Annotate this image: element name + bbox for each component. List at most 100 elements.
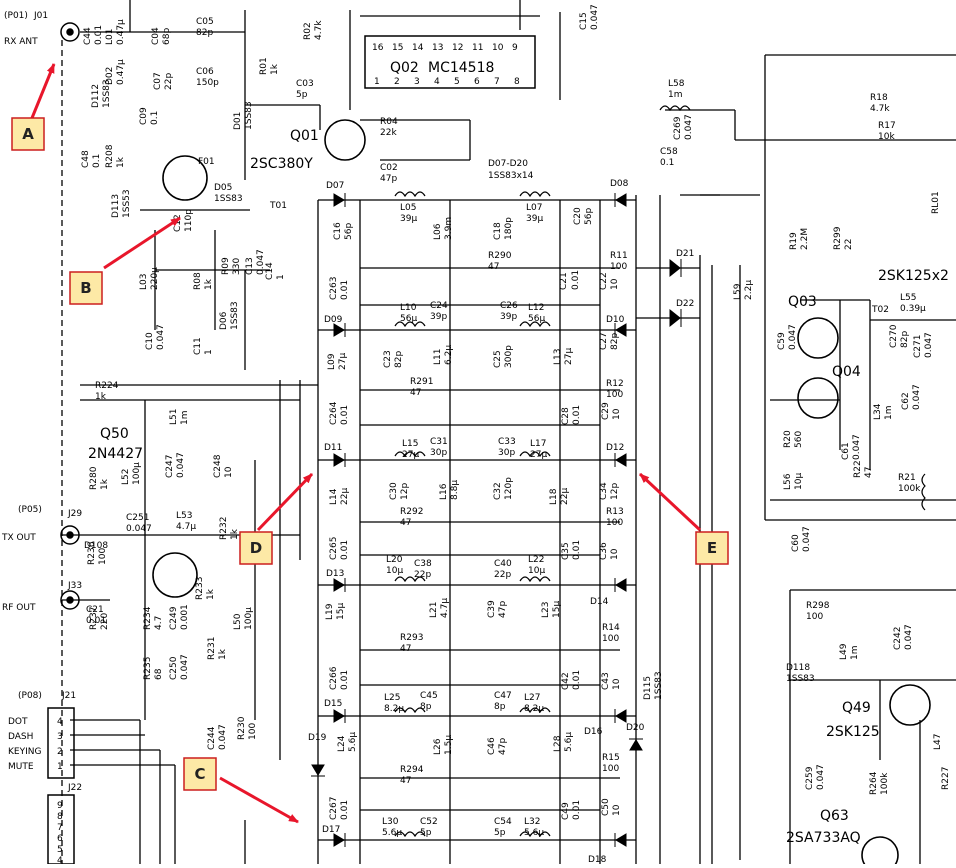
- tx-out-jack-ref: J29: [67, 509, 82, 519]
- component-value-r09: 330: [232, 258, 242, 275]
- q01-symbol: [324, 119, 366, 161]
- diode-ref-d11: D11: [324, 443, 342, 453]
- component-ref-l15: L15: [402, 439, 418, 449]
- callout-e: E: [638, 472, 729, 565]
- component-ref-r231: R231: [207, 637, 217, 660]
- component-ref-d118: D118: [786, 663, 810, 673]
- component-value-c59: 0.047: [788, 324, 798, 350]
- component-ref-l24: L24: [337, 735, 347, 752]
- component-value-d112: 1SS83: [102, 79, 112, 108]
- component-ref-c244: C244: [207, 726, 217, 750]
- component-ref-l19: L19: [325, 603, 335, 620]
- q63-symbol: [861, 836, 899, 868]
- diode-ref-d10: D10: [606, 315, 625, 325]
- component-ref-c20: C20: [573, 207, 583, 225]
- component-ref-d02: D02: [105, 67, 115, 85]
- j22-pin-5: 5: [57, 845, 63, 855]
- tx-out-label: TX OUT: [1, 533, 36, 543]
- keying-pin-4: 4: [57, 717, 63, 727]
- j22-pin-4: 4: [57, 856, 63, 864]
- component-value-c07: 22p: [164, 73, 174, 90]
- component-value-c09: 0.1: [150, 111, 160, 125]
- component-value-r21: 100k: [898, 484, 921, 494]
- component-ref-l30: L30: [382, 817, 399, 827]
- component-value-c36: 10: [610, 548, 620, 560]
- component-ref-c271: C271: [913, 335, 923, 358]
- component-ref-c248: C248: [213, 454, 223, 478]
- component-ref-c61: C61: [841, 442, 851, 460]
- component-ref-l05: L05: [400, 203, 416, 213]
- callout-letter-a: A: [22, 125, 34, 143]
- component-value-c23: 82p: [394, 351, 404, 368]
- transistor-part-q49: 2SK125: [826, 724, 880, 740]
- diode-ref-d08: D08: [610, 179, 629, 189]
- component-ref-r280: R280: [89, 466, 99, 490]
- component-value-c62: 0.047: [912, 384, 922, 410]
- q03-symbol: [797, 317, 839, 359]
- component-ref-c247: C247: [165, 455, 175, 478]
- component-value-c21-bank: 0.01: [571, 270, 581, 290]
- component-value-l23: 15μ: [552, 601, 562, 618]
- component-ref-l59: L59: [733, 283, 743, 300]
- component-value-c27: 82p: [610, 333, 620, 350]
- component-value-l22: 10μ: [528, 566, 545, 576]
- component-value-r13: 100: [606, 518, 623, 528]
- component-value-c16: 56p: [344, 223, 354, 240]
- component-ref-r04: R04: [380, 117, 398, 127]
- component-value-l19: 15μ: [336, 603, 346, 620]
- component-value-l34: 1m: [884, 406, 894, 421]
- component-ref-c62: C62: [901, 392, 911, 410]
- component-ref-c25: C25: [493, 350, 503, 368]
- component-value-c47: 8p: [494, 702, 506, 712]
- component-ref-l56: L56: [783, 473, 793, 490]
- transistor-part-q63: 2SA733AQ: [786, 830, 861, 846]
- component-value-d115: 1SS83: [654, 671, 664, 700]
- component-ref-c15: C15: [579, 12, 589, 30]
- component-ref-c05: C05: [196, 17, 214, 27]
- component-value-r264: 100k: [880, 772, 890, 795]
- component-value-r22: 47: [864, 467, 874, 478]
- component-ref-c259: C259: [805, 766, 815, 790]
- component-value-c60: 0.047: [802, 526, 812, 552]
- transistor-ref-q50: Q50: [100, 426, 129, 442]
- component-ref-r18: R18: [870, 93, 888, 103]
- keying-pin-label-3: DASH: [8, 732, 33, 742]
- component-ref-c16: C16: [333, 222, 343, 240]
- callout-letter-d: D: [250, 539, 262, 557]
- component-ref-c47: C47: [494, 691, 512, 701]
- component-value-r18: 4.7k: [870, 104, 890, 114]
- ic-pin-11: 11: [472, 43, 483, 53]
- component-value-l01: 0.47μ: [116, 19, 126, 45]
- component-value-l11: 6.2μ: [444, 345, 454, 365]
- component-ref-c60: C60: [791, 534, 801, 552]
- component-value-r15: 100: [602, 764, 619, 774]
- filter-bank-diodes-note: D07-D20: [488, 159, 528, 169]
- component-ref-c43: C43: [601, 672, 611, 690]
- component-value-c12: 110p: [184, 209, 194, 232]
- diode-ref-d12: D12: [606, 443, 624, 453]
- component-value-c52: 5p: [420, 828, 432, 838]
- j22-pin-8: 8: [57, 812, 63, 822]
- component-value-r04: 22k: [380, 128, 397, 138]
- component-ref-c44: C44: [83, 27, 93, 45]
- callout-box-c: [183, 757, 217, 791]
- component-ref-t02: T02: [871, 305, 889, 315]
- q04-symbol: [797, 377, 839, 419]
- component-ref-l32: L32: [524, 817, 540, 827]
- component-value-c10: 0.047: [156, 324, 166, 350]
- component-ref-r291: R291: [410, 377, 433, 387]
- component-ref-l53: L53: [176, 511, 192, 521]
- component-ref-c250: C250: [169, 656, 179, 680]
- component-value-c28: 0.01: [572, 405, 582, 425]
- ic-pin-7: 7: [494, 77, 500, 87]
- component-value-l58: 1m: [668, 90, 683, 100]
- callout-box-a: [11, 117, 45, 151]
- component-value-c271: 0.047: [924, 332, 934, 358]
- component-ref-d06: D06: [219, 311, 229, 330]
- component-ref-c52: C52: [420, 817, 438, 827]
- callout-letter-e: E: [707, 539, 717, 557]
- component-value-c31: 30p: [430, 448, 447, 458]
- component-ref-l22: L22: [528, 555, 544, 565]
- component-ref-c266: C266: [329, 666, 339, 690]
